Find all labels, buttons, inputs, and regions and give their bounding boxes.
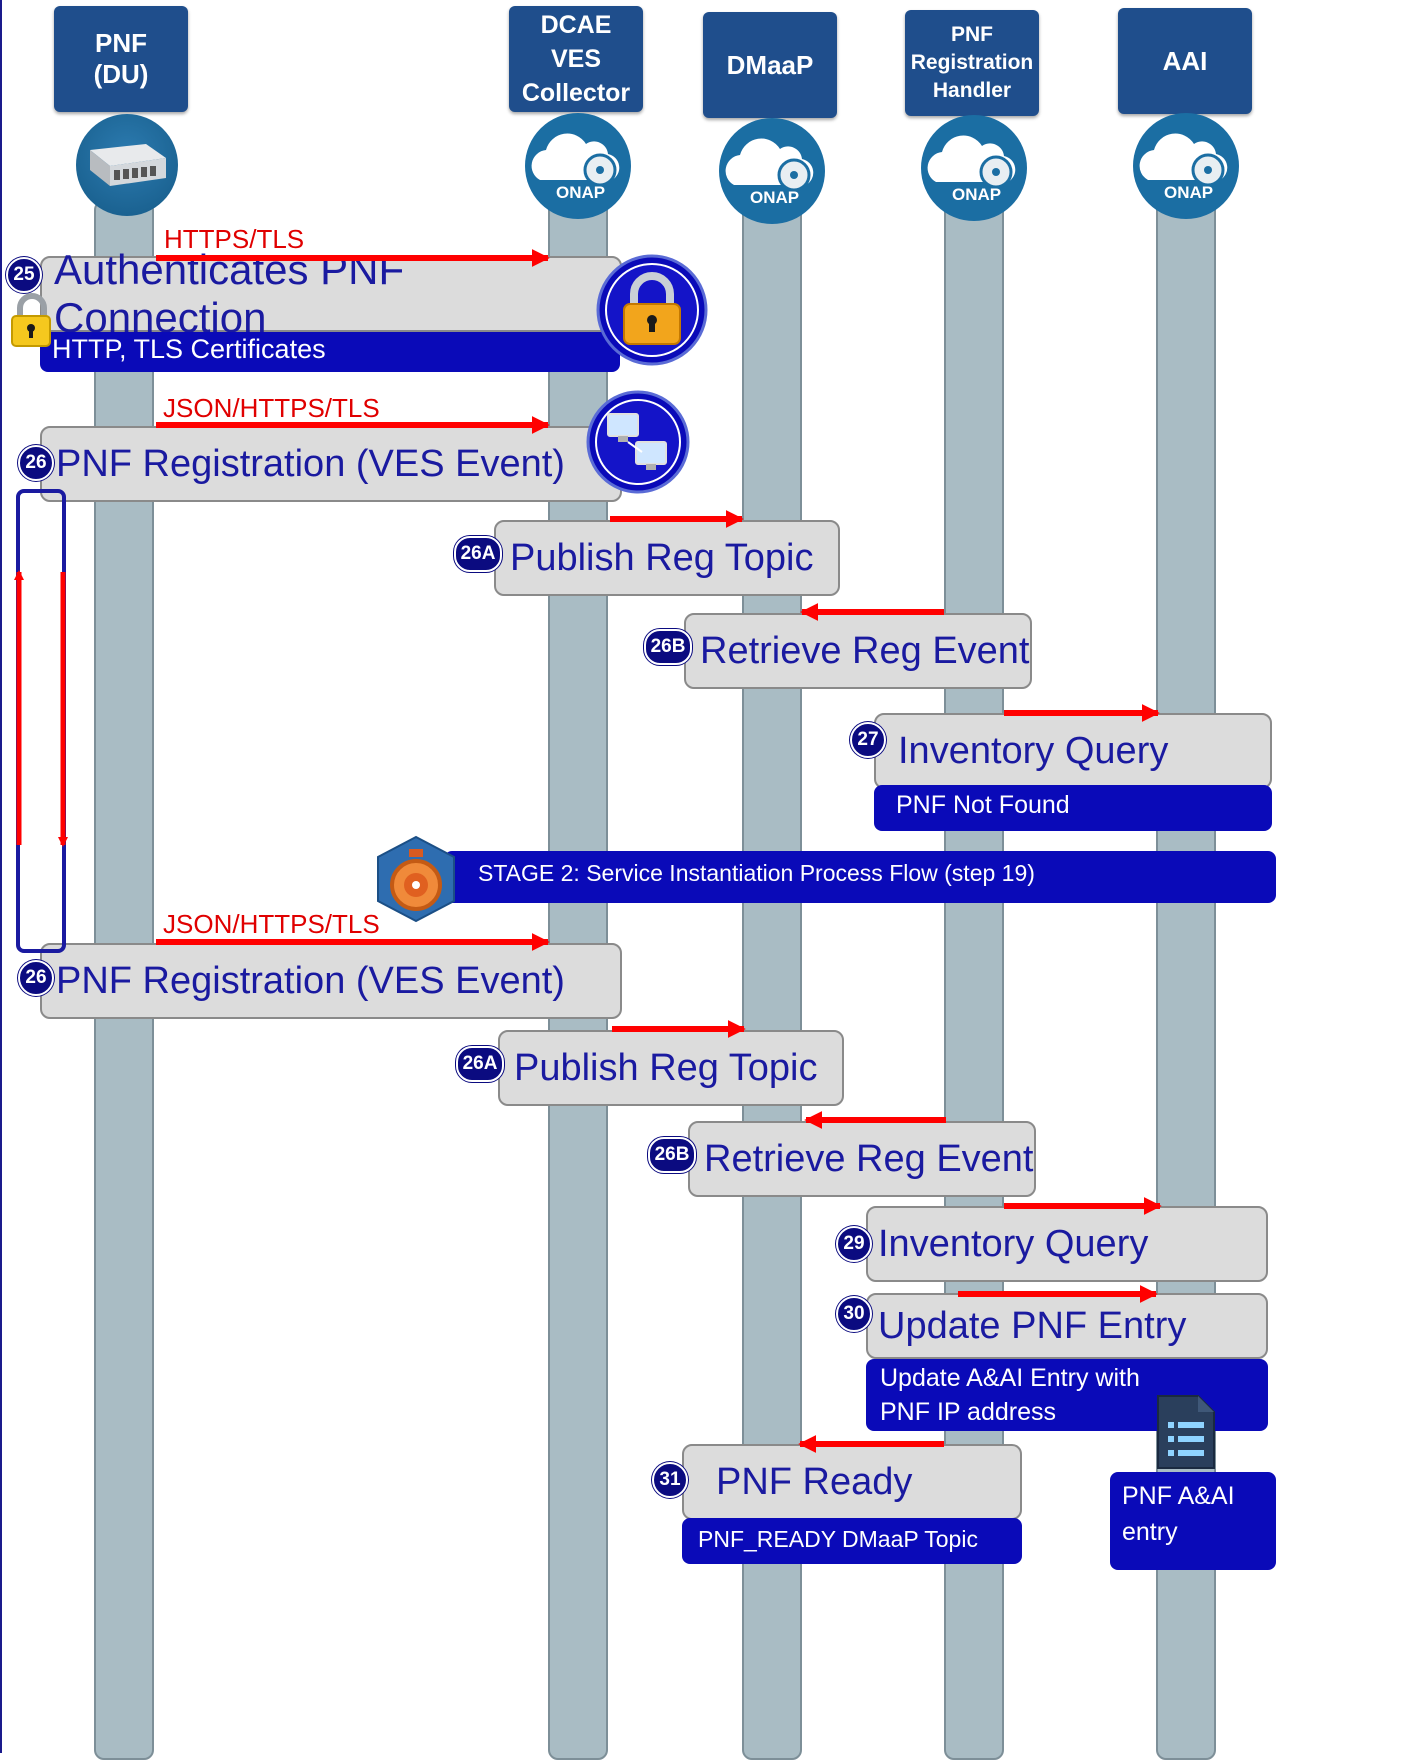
step-title: Publish Reg Topic: [514, 1046, 818, 1089]
participant-pnf: PNF (DU): [54, 6, 188, 112]
step-title: Publish Reg Topic: [510, 536, 814, 579]
step-26b-box: Retrieve Reg Event: [684, 613, 1032, 689]
step-26a-box: Publish Reg Topic: [494, 520, 840, 596]
padlock-circle-icon: [596, 254, 708, 366]
networked-computers-icon: [586, 390, 690, 494]
step-badge-26b: 26B: [644, 629, 692, 665]
step-30-box: Update PNF Entry: [866, 1293, 1268, 1359]
onap-logo-prh: ONAP: [952, 185, 1002, 204]
step-title: Update PNF Entry: [878, 1304, 1187, 1347]
step-title: PNF Registration (VES Event): [56, 442, 565, 485]
pnf-aai-entry-label: PNF A&AI entry: [1110, 1472, 1276, 1570]
step-25-note: HTTP, TLS Certificates: [40, 332, 620, 372]
step-title: PNF Ready: [716, 1460, 913, 1503]
step-badge-29: 29: [836, 1226, 872, 1262]
onap-logo-dmaap: ONAP: [750, 188, 800, 207]
step-badge-26a-retry: 26A: [456, 1046, 504, 1082]
participant-dmaap: DMaaP: [703, 12, 837, 118]
protocol-label-https-tls: HTTPS/TLS: [164, 224, 305, 254]
retry-loop: [14, 489, 68, 953]
stopwatch-icon: [376, 835, 456, 923]
participant-dcae-ves-collector: DCAE VES Collector: [509, 6, 643, 112]
protocol-label-json-https-tls: JSON/HTTPS/TLS: [163, 393, 380, 423]
step-26b-retry-box: Retrieve Reg Event: [688, 1121, 1036, 1197]
step-badge-25: 25: [6, 257, 42, 293]
step-badge-26a: 26A: [454, 536, 502, 572]
step-title: Retrieve Reg Event: [704, 1137, 1034, 1180]
document-list-icon: [1154, 1392, 1218, 1472]
step-badge-26b-retry: 26B: [648, 1137, 696, 1173]
stage-2-banner: STAGE 2: Service Instantiation Process F…: [444, 851, 1276, 903]
padlock-icon: [10, 290, 54, 350]
protocol-label-json-https-tls-retry: JSON/HTTPS/TLS: [163, 909, 380, 939]
step-30-note: Update A&AI Entry with PNF IP address: [866, 1359, 1268, 1431]
step-badge-26: 26: [18, 445, 54, 481]
step-27-box: Inventory Query: [874, 713, 1272, 789]
step-26a-retry-box: Publish Reg Topic: [498, 1030, 844, 1106]
server-rack-icon: [76, 114, 178, 216]
step-title: Inventory Query: [878, 1222, 1149, 1265]
step-31-box: PNF Ready: [682, 1444, 1022, 1520]
step-26-retry-box: PNF Registration (VES Event): [40, 943, 622, 1019]
step-title: PNF Registration (VES Event): [56, 959, 565, 1002]
step-title: Inventory Query: [898, 729, 1169, 772]
step-badge-27: 27: [850, 722, 886, 758]
step-25-box: Authenticates PNF Connection: [40, 246, 622, 341]
step-badge-31: 31: [652, 1462, 688, 1498]
participant-pnf-registration-handler: PNF Registration Handler: [905, 10, 1039, 116]
step-27-note: PNF Not Found: [874, 785, 1272, 831]
step-31-note: PNF_READY DMaaP Topic: [682, 1518, 1022, 1564]
onap-logo-aai: ONAP: [1164, 183, 1214, 202]
step-title: Retrieve Reg Event: [700, 629, 1030, 672]
participant-aai: AAI: [1118, 8, 1252, 114]
step-badge-30: 30: [836, 1296, 872, 1332]
onap-logo-dcae: ONAP: [556, 183, 606, 202]
step-badge-26-retry: 26: [18, 960, 54, 996]
